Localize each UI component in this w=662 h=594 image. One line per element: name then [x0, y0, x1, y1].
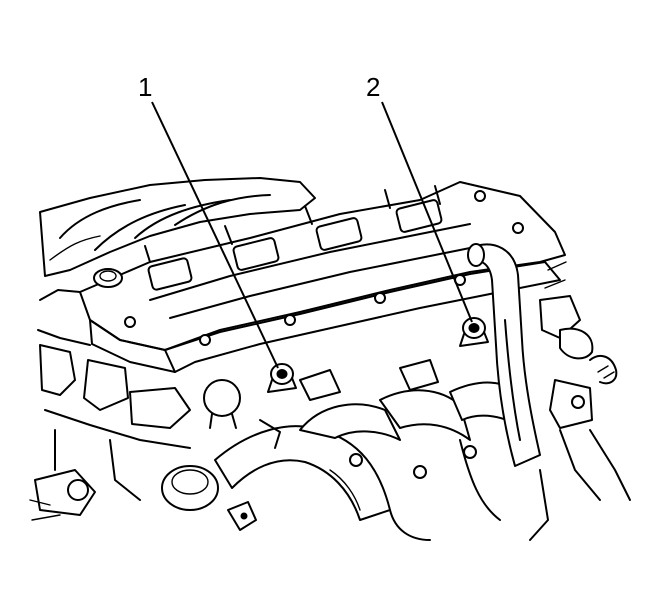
leader-line-1 [151, 101, 279, 369]
fastener-2 [459, 317, 489, 347]
fastener-1 [267, 363, 297, 393]
callout-label-2: 2 [366, 72, 380, 102]
engine-right-side [529, 261, 631, 541]
callout-label-1: 1 [138, 72, 152, 102]
intake-runners-rear [39, 177, 316, 277]
valve-cover [79, 181, 566, 373]
leader-line-2 [381, 101, 473, 323]
engine-block-left [29, 289, 257, 531]
coolant-hose [467, 243, 541, 467]
intake-manifold-front [214, 359, 526, 541]
